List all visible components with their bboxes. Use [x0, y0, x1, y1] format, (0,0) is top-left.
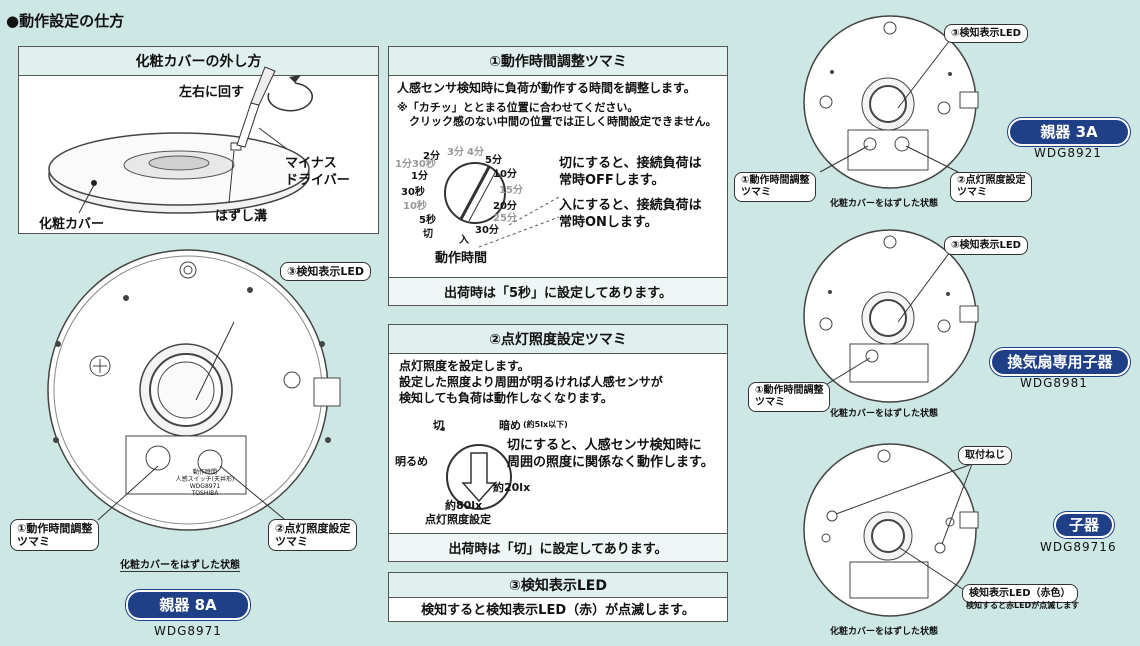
- model-3a: WDG8921: [1034, 146, 1102, 160]
- child-caption: 化粧カバーをはずした状態: [830, 627, 939, 637]
- model-child: WDG89716: [1040, 540, 1117, 554]
- lux-panel-title: ②点灯照度設定ツマミ: [389, 325, 727, 354]
- lux-desc-3: 検知しても負荷は動作しなくなります。: [399, 391, 613, 405]
- main-time-callout: ①動作時間調整 ツマミ: [10, 519, 100, 551]
- fan-led-callout: ③検知表示LED: [944, 236, 1028, 255]
- badge-8a: 親器 8A: [126, 590, 250, 620]
- lux-dark-sub: (約5lx以下): [523, 420, 568, 429]
- lux-80-label: 約80lx: [445, 499, 483, 512]
- model-8a: WDG8971: [154, 624, 222, 638]
- section-title: ●動作設定の仕方: [6, 12, 125, 30]
- plate-text-3: WDG8971: [189, 483, 221, 490]
- time-dial-caption: 動作時間: [435, 251, 488, 266]
- dial-on: 入: [459, 235, 469, 246]
- led-panel: ③検知表示LED 検知すると検知表示LED（赤）が点滅します。: [388, 572, 728, 622]
- child-screw-callout: 取付ねじ: [958, 446, 1012, 465]
- lux-knob-panel: ②点灯照度設定ツマミ 点灯照度を設定します。 設定した照度より周囲が明るければ人…: [388, 324, 728, 562]
- main-unit-illustration: [47, 249, 341, 531]
- time-dial: [444, 162, 506, 224]
- time-footer: 出荷時は「5秒」に設定してあります。: [389, 277, 727, 305]
- dial-1min30: 1分30秒: [395, 159, 436, 170]
- cover-label: 化粧カバー: [39, 217, 105, 232]
- main-caption: 化粧カバーをはずした状態: [120, 556, 240, 572]
- lux-desc-1: 点灯照度を設定します。: [399, 359, 530, 373]
- lux-off-text: 切にすると、人感センサ検知時に 周囲の照度に関係なく動作します。: [507, 438, 714, 470]
- driver-label: マイナス ドライバー: [285, 156, 350, 188]
- cover-illustration: [48, 66, 313, 214]
- groove-label: はずし溝: [215, 209, 268, 224]
- dial-30min: 30分: [475, 225, 499, 236]
- dial-15min: 15分: [499, 185, 523, 196]
- dial-4min: 4分: [467, 147, 484, 158]
- time-note-2: クリック感のない中間の位置では正しく時間設定できません。: [409, 115, 717, 128]
- lux-off-label: 切: [433, 419, 444, 432]
- lux-dial: [441, 427, 512, 510]
- 3a-time-callout: ①動作時間調整 ツマミ: [734, 172, 817, 202]
- lux-bright-label: 明るめ: [395, 455, 428, 468]
- plate-text-2: 人感スイッチ(天井形): [175, 476, 235, 483]
- plate-text-4: TOSHIBA: [191, 490, 219, 497]
- dial-5sec: 5秒: [419, 215, 436, 226]
- rotate-label: 左右に回す: [179, 85, 245, 100]
- time-off-text: 切にすると、接続負荷は 常時OFFします。: [559, 156, 702, 188]
- badge-fan: 換気扇専用子器: [990, 348, 1130, 376]
- main-led-callout: ③検知表示LED: [280, 262, 371, 281]
- 3a-caption: 化粧カバーをはずした状態: [830, 199, 939, 209]
- dial-25min: 25分: [493, 213, 517, 224]
- 3a-led-callout: ③検知表示LED: [944, 24, 1028, 43]
- dial-10sec: 10秒: [403, 201, 427, 212]
- main-lux-callout: ②点灯照度設定 ツマミ: [268, 519, 358, 551]
- lux-desc-2: 設定した照度より周囲が明るければ人感センサが: [399, 375, 663, 389]
- cover-removal-panel: 化粧カバーの外し方 左右に回す マイナス ドライバー 化粧カバー はずし溝: [18, 46, 379, 234]
- unit-child-illustration: [803, 443, 979, 617]
- dial-2min: 2分: [423, 151, 440, 162]
- dial-30sec: 30秒: [401, 187, 425, 198]
- lux-dark-label: 暗め: [499, 419, 521, 432]
- dial-5min: 5分: [485, 155, 502, 166]
- dial-10min: 10分: [493, 169, 517, 180]
- unit-fan-illustration: [803, 229, 979, 403]
- time-knob-panel: ①動作時間調整ツマミ 人感センサ検知時に負荷が動作する時間を調整します。 ※「カ…: [388, 46, 728, 306]
- led-panel-text: 検知すると検知表示LED（赤）が点滅します。: [421, 603, 695, 618]
- badge-3a: 親器 3A: [1008, 118, 1130, 146]
- led-panel-title: ③検知表示LED: [389, 573, 727, 598]
- 3a-lux-callout: ②点灯照度設定 ツマミ: [950, 172, 1033, 202]
- model-fan: WDG8981: [1020, 376, 1088, 390]
- dial-3min: 3分: [447, 147, 464, 158]
- lux-footer: 出荷時は「切」に設定してあります。: [389, 533, 727, 561]
- dial-20min: 20分: [493, 201, 517, 212]
- cover-panel-title: 化粧カバーの外し方: [19, 47, 378, 76]
- dial-off: 切: [423, 229, 433, 240]
- time-on-text: 入にすると、接続負荷は 常時ONします。: [559, 198, 702, 230]
- time-note-1: ※「カチッ」ととまる位置に合わせてください。: [397, 101, 639, 114]
- dial-1min: 1分: [411, 171, 428, 182]
- fan-time-callout: ①動作時間調整 ツマミ: [748, 382, 831, 412]
- time-desc: 人感センサ検知時に負荷が動作する時間を調整します。: [397, 81, 696, 95]
- child-led-sub: 検知すると赤LEDが点滅します: [966, 601, 1080, 610]
- plate-text-1: 動作時間: [192, 469, 217, 476]
- lux-dial-caption: 点灯照度設定: [425, 513, 491, 526]
- unit-3a-illustration: [803, 15, 979, 189]
- fan-caption: 化粧カバーをはずした状態: [830, 409, 939, 419]
- time-panel-title: ①動作時間調整ツマミ: [389, 47, 727, 76]
- child-led-callout: 検知表示LED（赤色）: [962, 584, 1078, 603]
- badge-child: 子器: [1054, 512, 1114, 538]
- lux-20-label: 約20lx: [493, 481, 531, 494]
